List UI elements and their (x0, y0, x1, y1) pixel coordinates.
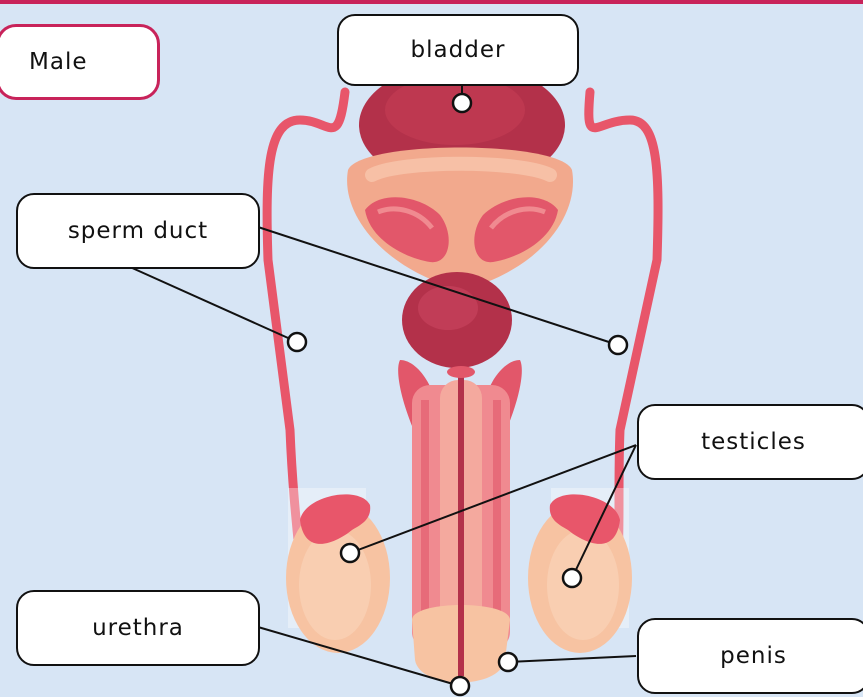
sperm-duct-marker-left (288, 333, 306, 351)
testicle-marker-right (563, 569, 581, 587)
bladder-label: bladder (337, 14, 579, 86)
sperm-duct-marker-right (609, 336, 627, 354)
bladder-marker (453, 94, 471, 112)
testicle-marker-left (341, 544, 359, 562)
urethra-label: urethra (16, 590, 260, 666)
sperm-duct-label: sperm duct (16, 193, 260, 269)
penis-leader (508, 656, 636, 662)
penis-label: penis (637, 618, 863, 694)
penis-marker (499, 653, 517, 671)
diagram-title: Male (0, 24, 160, 100)
testicles-label: testicles (637, 404, 863, 480)
urethra-marker (451, 677, 469, 695)
